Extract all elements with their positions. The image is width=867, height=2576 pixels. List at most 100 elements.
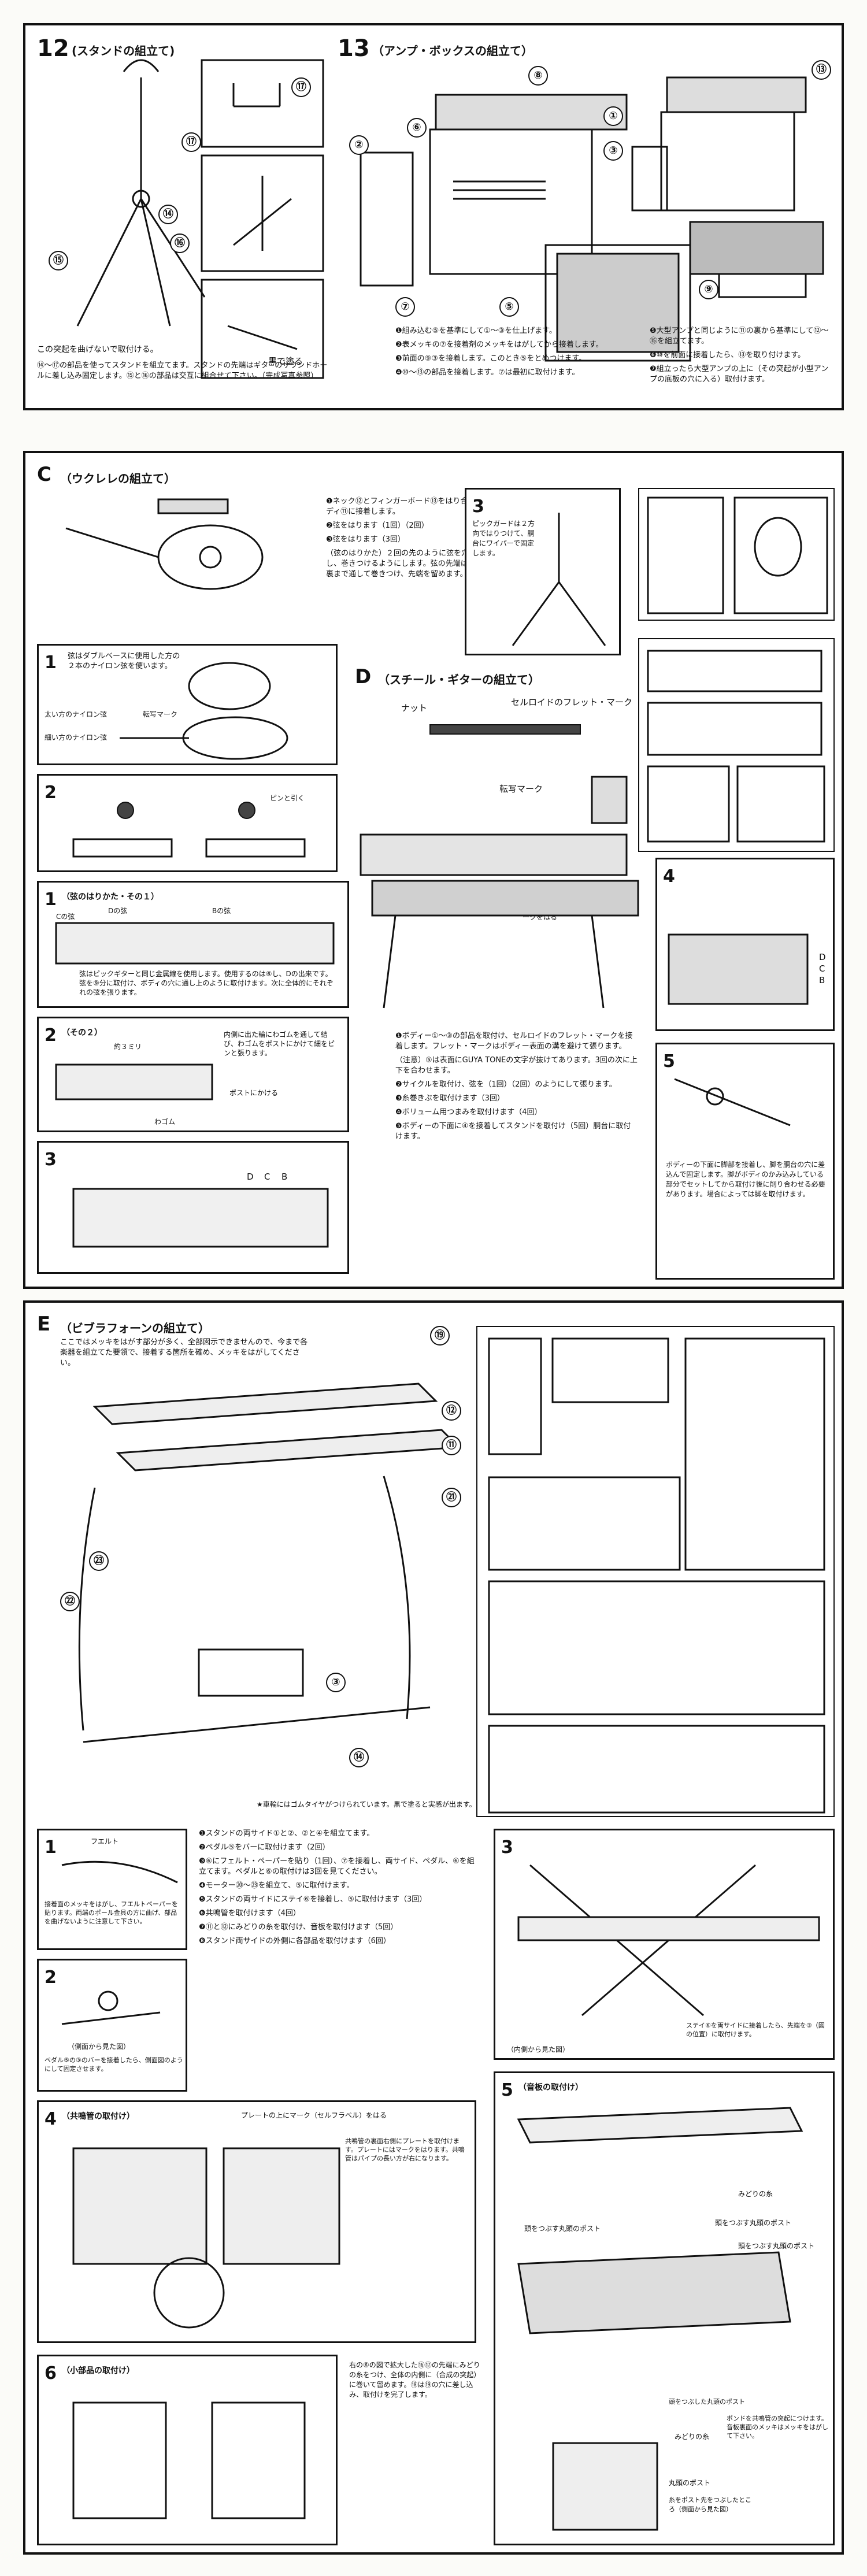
stand-illustration [76, 59, 824, 379]
ukulele-note-2: ❷弦をはります（1回）（2回） [326, 521, 429, 530]
b-label: B [281, 1172, 288, 1182]
steel-note-1: ❶ボディー①〜③の部品を取付け、セルロイドのフレット・マークを接着します。フレッ… [395, 1032, 633, 1051]
c-label-4: C [819, 963, 825, 974]
steel-note-2: （注意）⑤は表面にGUYA TONEの文字が抜けてあります。3回の次に上下を合わ… [395, 1056, 638, 1075]
part-callout: ⑭ [158, 205, 178, 224]
vibraphone-step-1-text: 接着面のメッキをはがし、フエルトペーパーを貼ります。両端のポール金具の方に曲げ、… [45, 1900, 178, 1925]
steel-note-4: ❸糸巻きぶを取付けます（3回） [395, 1094, 505, 1103]
step-12-number: 12 [37, 35, 69, 62]
part-callout: ⑨ [699, 280, 718, 299]
part-callout: ⑫ [442, 1401, 461, 1421]
vibraphone-step-4-number: 4 [45, 2109, 57, 2129]
thick-nylon-label: 太い方のナイロン弦 [45, 710, 108, 718]
steel-guitar-notes: ❶ボディー①〜③の部品を取付け、セルロイドのフレット・マークを接着します。フレッ… [395, 1031, 638, 1146]
steel-decal-label: 転写マーク [499, 784, 543, 794]
plate-mark-label: プレートの上にマーク（セルフラベル）をはる [241, 2111, 387, 2119]
steel-step-2-panel: 2 （その２） 約３ミリ わゴム ポストにかける 内側に出た輪にわゴムを通して結… [37, 1017, 349, 1132]
section-c-title: （ウクレレの組立て） [60, 472, 176, 485]
ukulele-step-3-panel: 3 ピックガードは２方向ではりつけて、胴台にワイパーで固定します。 [465, 488, 621, 655]
section-c-letter: C [37, 463, 51, 486]
approx-3mm-label: 約３ミリ [114, 1043, 142, 1051]
step-13-note-2: ❷表メッキの⑦を接着剤のメッキをはがしてから接着します。 [395, 340, 603, 349]
ukulele-illustration [65, 498, 264, 590]
green-thread-label: みどりの糸 [738, 2190, 773, 2198]
step-13-note-1: ❶組み込む⑤を基準にして①〜③を仕上げます。 [395, 327, 557, 335]
vibraphone-illustration [78, 1382, 461, 1743]
part-callout: ㉑ [442, 1488, 461, 1507]
vibraphone-step-2-text: ペダル⑤の③のバーを接着したら、側面図のようにして固定させます。 [45, 2056, 183, 2073]
b-label-4: B [819, 975, 825, 985]
vibraphone-note-3: ❸⑥にフェルト・ペーパーを貼り（1回）、⑦を接着し、両サイド、ペダル、⑥を組立て… [199, 1857, 475, 1876]
ukulele-step-3-number: 3 [472, 496, 484, 517]
green-thread-label-2: みどりの糸 [675, 2433, 710, 2441]
section-e-title: （ビブラフォーンの組立て） [60, 1321, 210, 1335]
vibraphone-step-3-number: 3 [501, 1837, 513, 1858]
vibraphone-note-5: ❺スタンドの両サイドにステイ⑥を接着し、⑤に取付けます（3回） [199, 1895, 427, 1904]
step-12-note: ⑭〜⑰の部品を使ってスタンドを組立てます。スタンドの先端はギタ−のサウンドホール… [37, 361, 328, 380]
crushed-post-label-2: 頭をつぶす丸頭のポスト [715, 2219, 792, 2227]
felt-label: フエルト [91, 1837, 119, 1845]
section-vibraphone: E （ビブラフォーンの組立て） ここではメッキをはがす部分が多く、全部図示できま… [23, 1300, 844, 2555]
part-callout: ⑰ [291, 77, 311, 97]
ukulele-note-4: （弦のはりかた）２回の先のように弦を穴に通し、巻きつけるようにします。弦の先端は… [326, 549, 490, 579]
vibraphone-step-6-number: 6 [45, 2363, 57, 2384]
part-callout: ③ [603, 141, 623, 161]
step-13-title: （アンプ・ボックスの組立て） [372, 44, 533, 58]
vibraphone-step-1-panel: 1 フエルト 接着面のメッキをはがし、フエルトペーパーを貼ります。両端のポール金… [37, 1829, 187, 1950]
ukulele-step-2-number: 2 [45, 783, 57, 803]
ukulele-step-1-number: 1 [45, 653, 57, 673]
vibraphone-step-3-text: ステイ⑥を両サイドに接着したら、先端を③（図の位置）に取付けます。 [686, 2022, 825, 2038]
section-e-letter: E [37, 1313, 51, 1336]
part-callout: ⑤ [499, 297, 519, 317]
inner-view-label: （内側から見た図） [507, 2045, 570, 2054]
ukulele-notes: ❶ネック⑫とフィンガーボード⑬をはり合せ、ボディ⑪に接着します。 ❷弦をはります… [326, 496, 494, 583]
ukulele-note-1: ❶ネック⑫とフィンガーボード⑬をはり合せ、ボディ⑪に接着します。 [326, 497, 491, 516]
vibraphone-note-1: ❶スタンドの両サイド①と②、②と④を組立てます。 [199, 1829, 375, 1838]
pickguard-label: ピックガードは２方向ではりつけて、胴台にワイパーで固定します。 [472, 520, 535, 557]
step-13-note-3: ❸前面の⑨③を接着します。このとき⑤をとめつけます。 [395, 354, 587, 363]
pull-tight-label: ピンと引く [270, 794, 305, 802]
decal-mark-label: 転写マーク [143, 710, 178, 718]
round-post-label: 丸頭のポスト [669, 2479, 711, 2487]
part-callout: ⑭ [349, 1748, 369, 1767]
crushed-post-label-3: 頭をつぶす丸頭のポスト [738, 2242, 815, 2250]
vibraphone-note-6: ❻共鳴管を取付けます（4回） [199, 1909, 301, 1918]
vibraphone-step-4-panel: 4 （共鳴管の取付け） プレートの上にマーク（セルフラベル）をはる 共鳴管の裏面… [37, 2100, 476, 2343]
steel-step-5-panel: 5 ボディーの下面に脚部を接着し、脚を胴台の穴に差込んで固定します。脚がボディの… [655, 1043, 835, 1280]
steel-step-5-text: ボディーの下面に脚部を接着し、脚を胴台の穴に差込んで固定します。脚がボディのかみ… [666, 1161, 825, 1198]
vibraphone-step-4-text: 共鳴管の裏面右側にプレートを取付けます。プレートにはマークをはります。共鳴管はパ… [345, 2137, 465, 2162]
section-amp-box: 12 (スタンドの組立て) [23, 23, 844, 410]
step-13-number: 13 [338, 35, 370, 62]
step-12-title: (スタンドの組立て) [72, 44, 175, 58]
vibraphone-step-5-number: 5 [501, 2080, 513, 2100]
steel-note-3: ❷サイクルを取付け、弦を（1回）（2回）のようにして張ります。 [395, 1080, 617, 1089]
vibraphone-note-2: ❷ペダル⑤をバーに取付けます（2回） [199, 1843, 330, 1852]
vibraphone-step-6-panel: 6 （小部品の取付け） [37, 2355, 338, 2545]
step-13-note-4: ❹⑩〜⑬の部品を接着します。⑦は最初に取付けます。 [395, 368, 580, 377]
steel-step-1-number: 1 [45, 889, 57, 910]
vibraphone-step-2-number: 2 [45, 1967, 57, 1988]
part-callout: ① [603, 106, 623, 126]
steel-guitar-illustration [360, 724, 639, 1009]
section-d-letter: D [355, 665, 372, 688]
d-label-4: D [819, 952, 826, 962]
c-label: C [264, 1172, 271, 1182]
crushed-post-label-4: 頭をつぶした丸頭のポスト [669, 2398, 745, 2405]
section-d-title: （スチール・ギターの組立て） [378, 673, 540, 687]
nut-label: ナット [401, 703, 428, 713]
vibraphone-note-7: ❼⑪と⑫にみどりの糸を取付け、音板を取付けます（5回） [199, 1923, 398, 1932]
step-13-note-5: ❺大型アンプと同じように⑪の裏から基準にして⑫〜⑮を組立てます。 [650, 327, 829, 346]
part-callout: ㉒ [60, 1592, 80, 1611]
d-label: D [247, 1172, 254, 1182]
vibraphone-step-4-title: （共鳴管の取付け） [62, 2112, 135, 2121]
vibraphone-step-5-panel: 5 （音板の取付け） みどりの糸 頭をつぶす丸頭のポスト 頭をつぶす丸頭のポスト… [494, 2071, 835, 2545]
vibraphone-step-5-title: （音板の取付け） [518, 2083, 583, 2092]
part-callout: ⑲ [430, 1326, 450, 1346]
vibraphone-parts-sprue [476, 1326, 835, 1817]
paint-black-note: 黒で塗る [268, 356, 303, 366]
step-12-caption: この突起を曲げないで取付ける。 [37, 345, 158, 354]
steel-step-5-number: 5 [663, 1051, 675, 1072]
part-callout: ⑥ [407, 118, 427, 138]
c-string-label: Cの弦 [56, 913, 75, 921]
vibraphone-note-4: ❹モーター⑳〜㉓を組立て、⑤に取付けます。 [199, 1881, 354, 1890]
